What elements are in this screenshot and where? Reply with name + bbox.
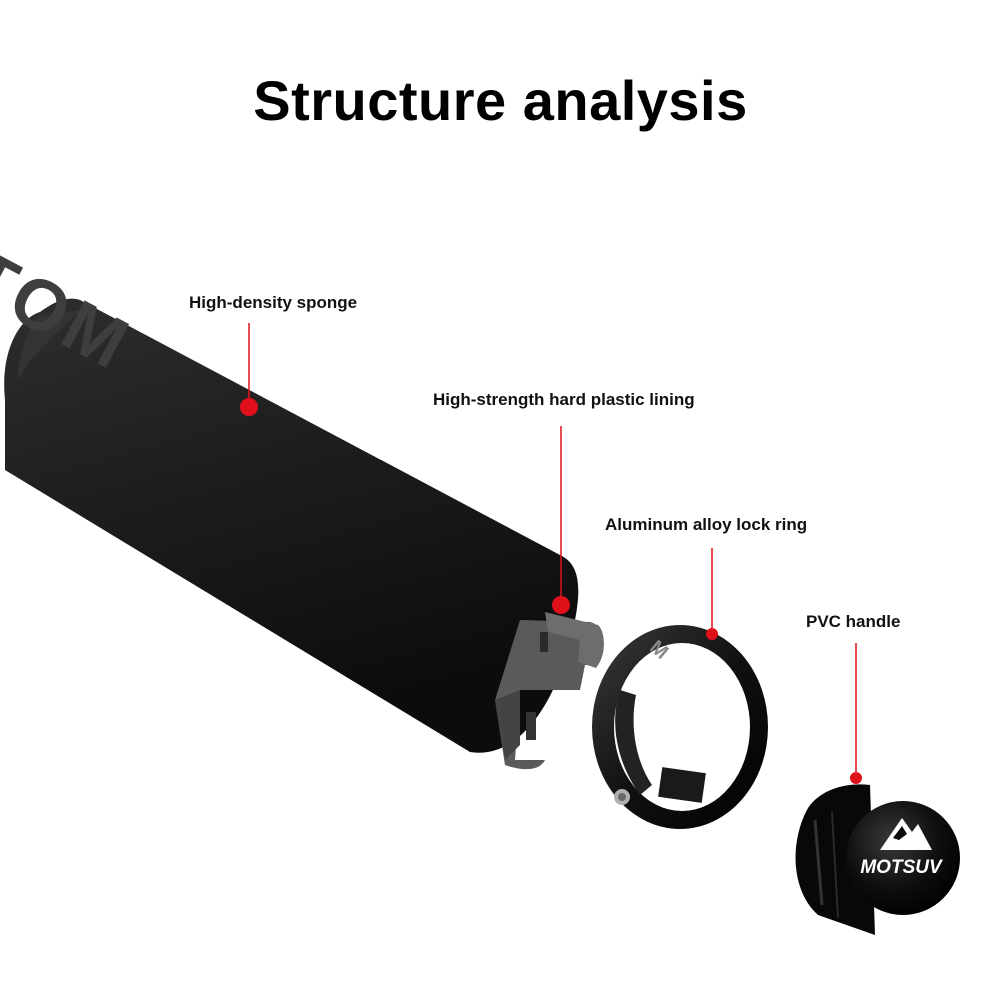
lining-marker xyxy=(552,596,570,614)
lock-ring-marker xyxy=(706,628,718,640)
sponge-marker xyxy=(240,398,258,416)
cap-face xyxy=(846,801,960,915)
callout-markers xyxy=(240,398,862,784)
handle-marker xyxy=(850,772,862,784)
page-title: Structure analysis xyxy=(253,69,748,132)
pvc-end-cap: MOTSUV xyxy=(795,784,960,935)
label-high-density-sponge: High-density sponge xyxy=(189,293,358,312)
sponge-grip: MOTSUV xyxy=(0,158,579,753)
plastic-lining xyxy=(495,612,604,770)
cap-brand-logo: MOTSUV xyxy=(860,857,943,878)
callout-lines xyxy=(248,323,857,772)
label-plastic-lining: High-strength hard plastic lining xyxy=(433,390,695,409)
label-pvc-handle: PVC handle xyxy=(806,612,901,631)
lock-ring: M xyxy=(592,625,768,829)
label-lock-ring: Aluminum alloy lock ring xyxy=(605,515,808,534)
